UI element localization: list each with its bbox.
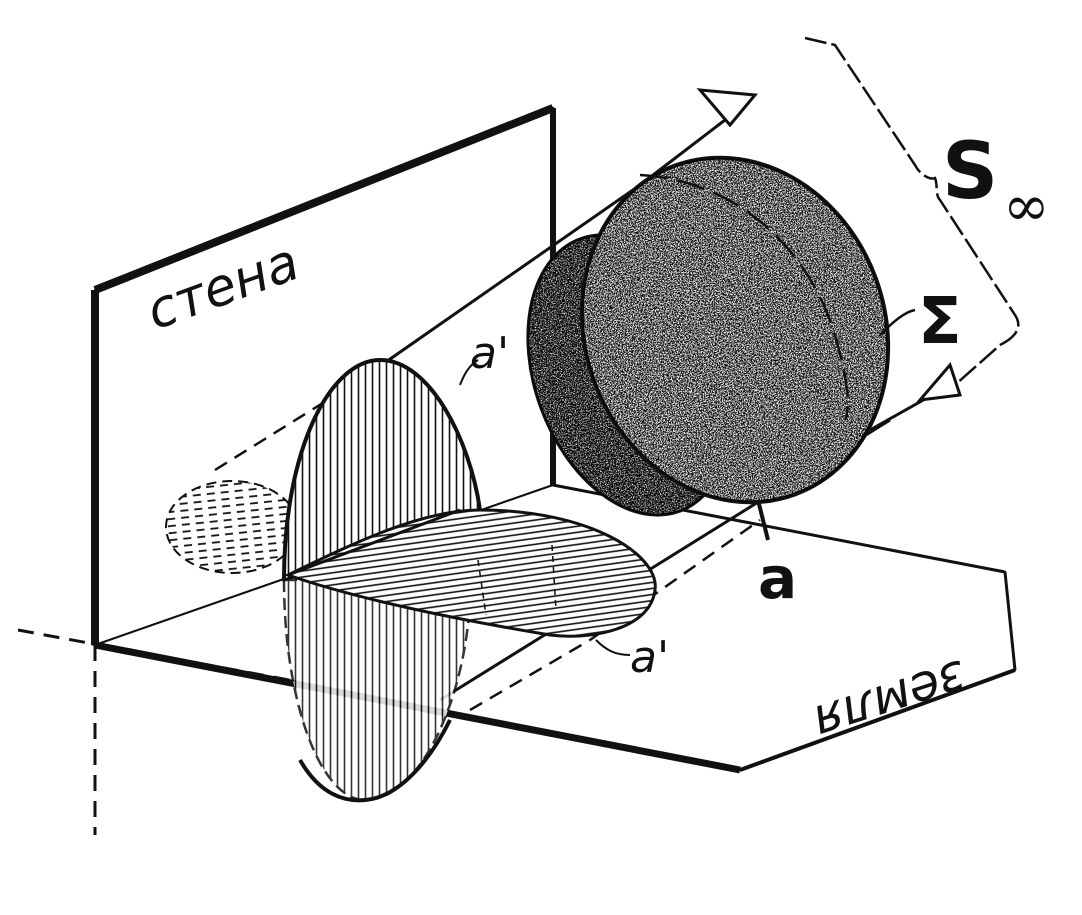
arrow-head-bottom xyxy=(916,362,963,402)
arrow-head-top xyxy=(696,88,758,128)
ground-projection-ellipse xyxy=(284,508,657,638)
sigma-leader xyxy=(879,308,916,336)
wall-shadow-ellipse xyxy=(165,480,299,574)
axis-lines xyxy=(17,605,301,835)
s-letter-label: S xyxy=(942,127,998,217)
a-prime-top-label: a' xyxy=(470,328,509,379)
sigma-label: Σ xyxy=(918,285,962,359)
a-prime-leaders xyxy=(459,359,631,656)
a-prime-bottom-label: a' xyxy=(630,632,669,683)
s-infinity-bracket xyxy=(804,36,1020,386)
sigma-cylinder xyxy=(526,155,891,541)
s-infinity-subscript: ∞ xyxy=(1003,174,1050,239)
a-label: a xyxy=(758,544,797,612)
